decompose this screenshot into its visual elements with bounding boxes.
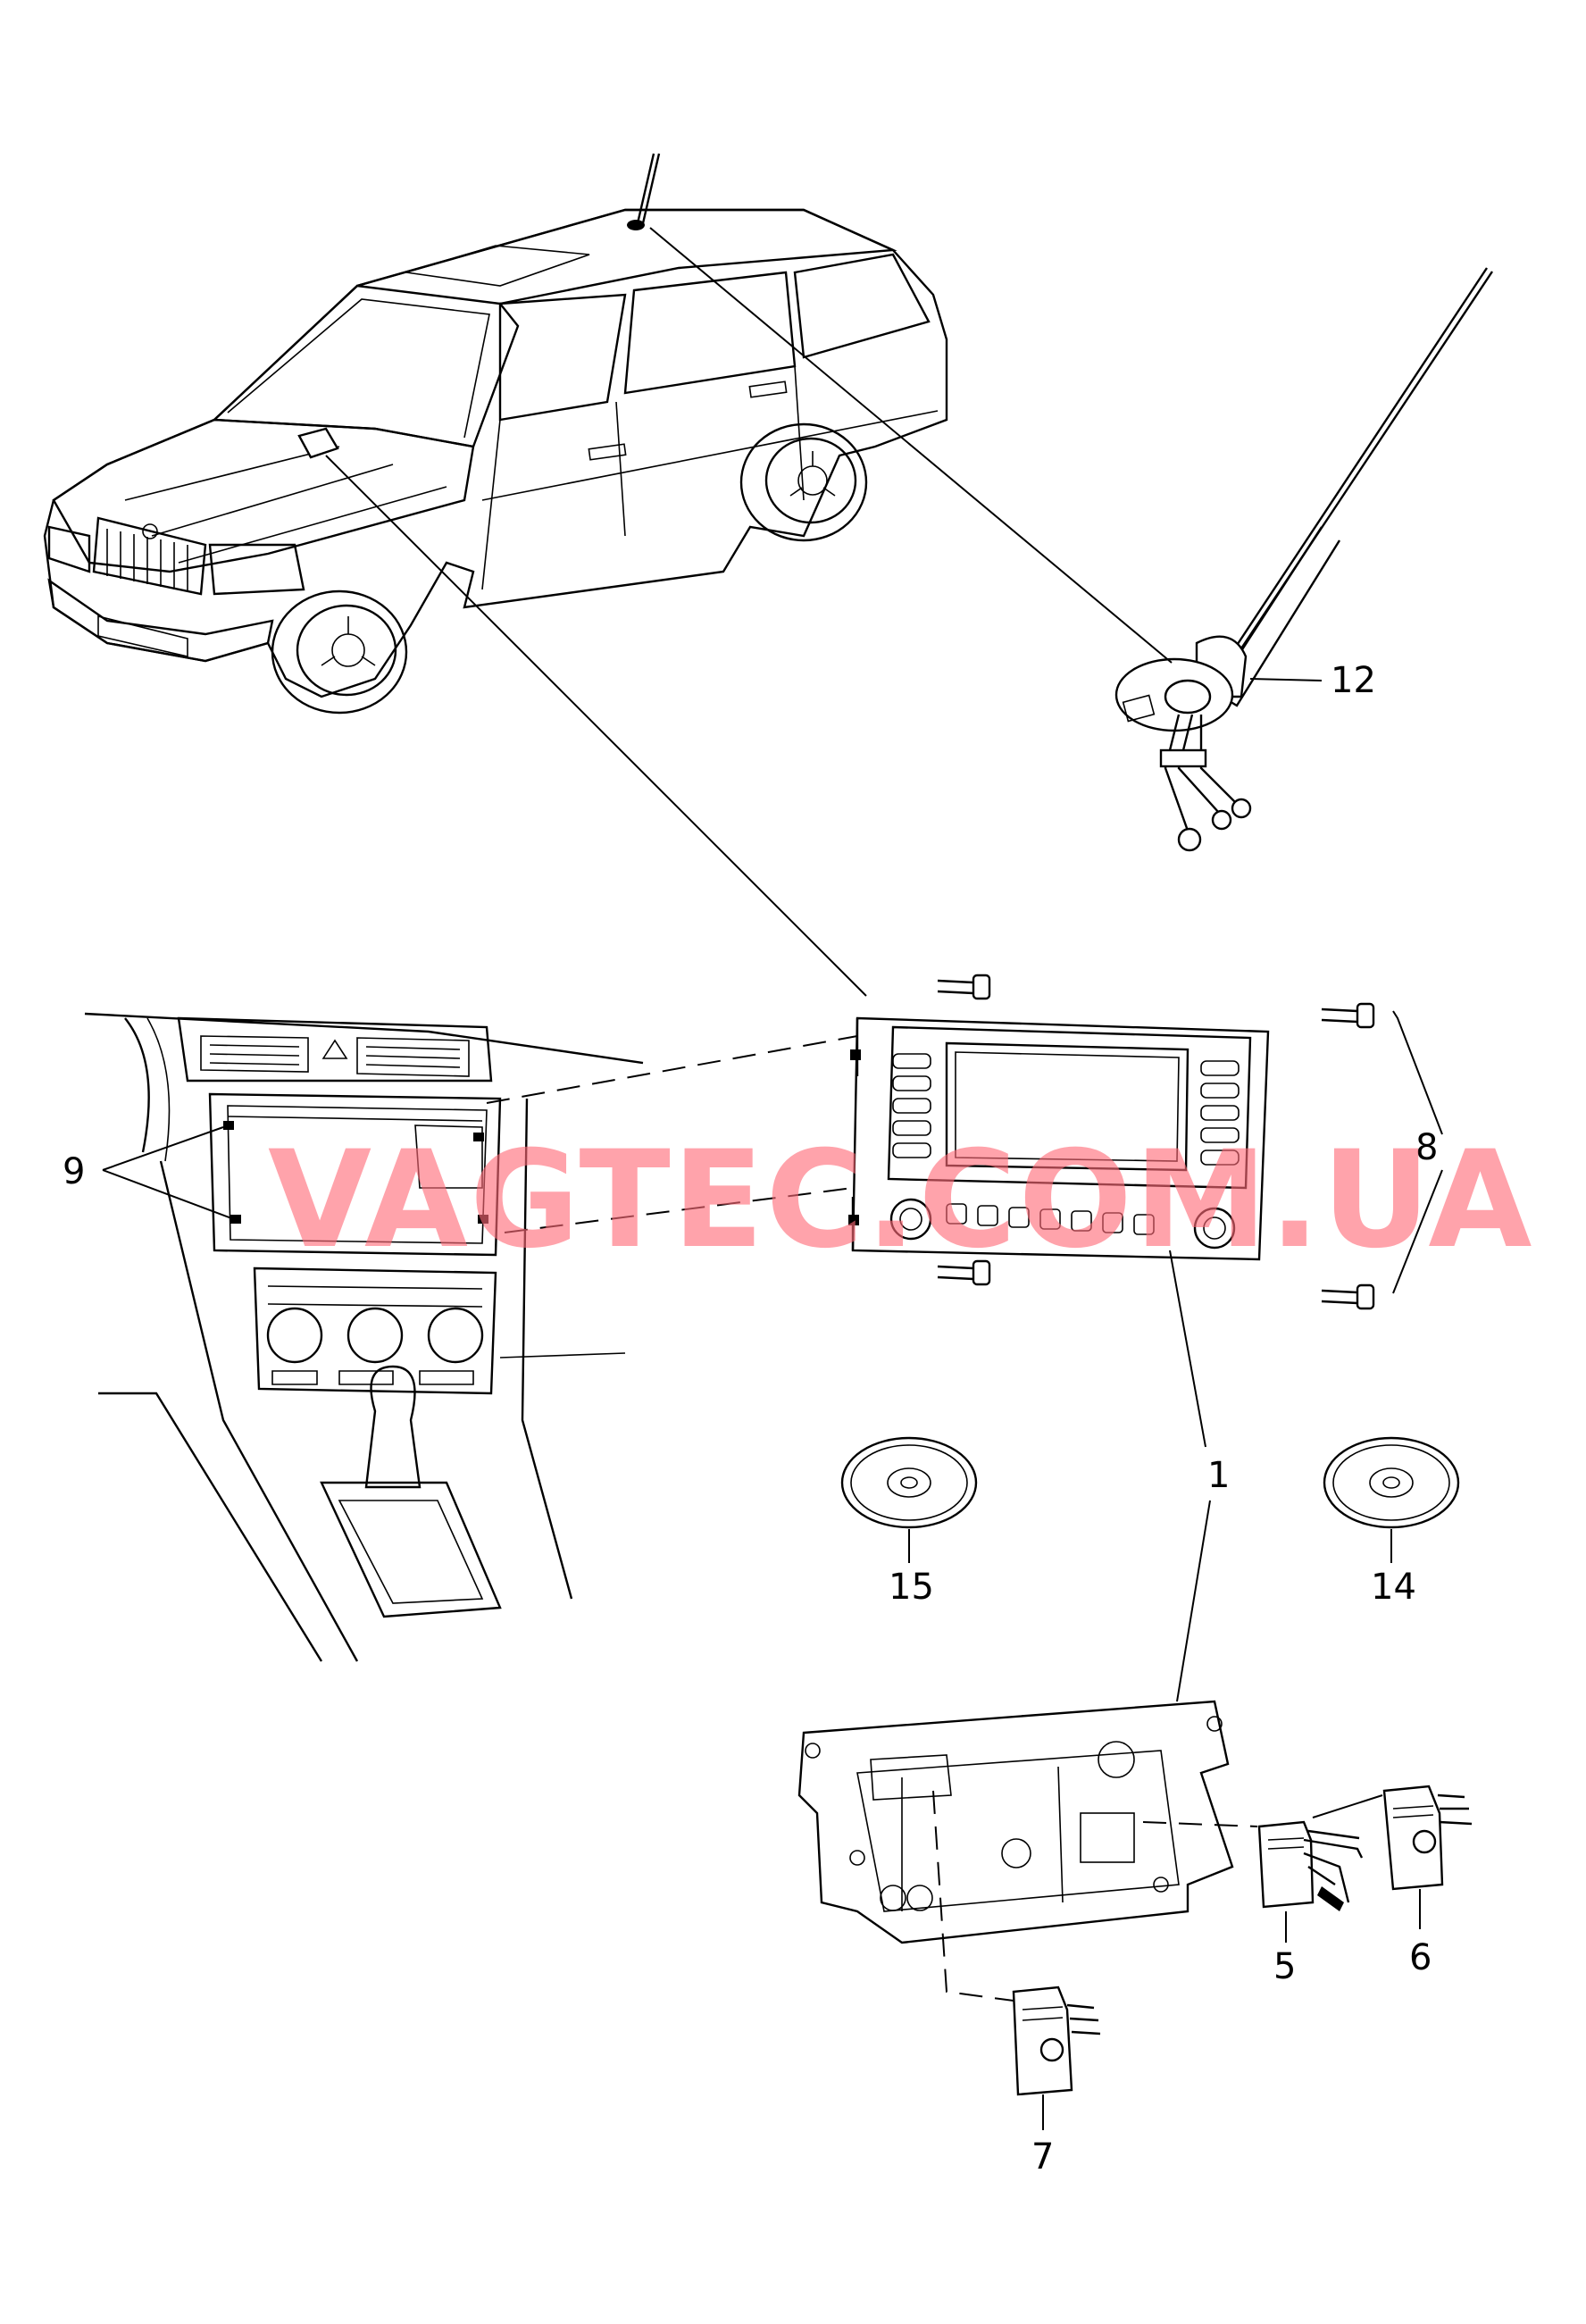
dashboard-illustration bbox=[84, 1012, 644, 1662]
callout-5: 5 bbox=[1273, 1946, 1296, 1987]
callout-12: 12 bbox=[1331, 660, 1376, 701]
navigation-radio-unit bbox=[848, 974, 1375, 1310]
watermark: VAGTEC.COM.UA bbox=[268, 1123, 1533, 1278]
callout-9: 9 bbox=[63, 1151, 85, 1192]
callout-14: 14 bbox=[1371, 1567, 1416, 1608]
connector-6 bbox=[1382, 1785, 1473, 1891]
leader-lines bbox=[102, 227, 1443, 2130]
connector-5 bbox=[1257, 1820, 1364, 1911]
callout-6: 6 bbox=[1409, 1937, 1432, 1978]
callout-8: 8 bbox=[1415, 1127, 1438, 1168]
callout-15: 15 bbox=[889, 1567, 934, 1608]
callout-1: 1 bbox=[1207, 1455, 1230, 1496]
navigation-disc-14 bbox=[1323, 1436, 1460, 1529]
roof-antenna bbox=[1114, 267, 1493, 852]
callout-7: 7 bbox=[1031, 2136, 1054, 2178]
navigation-disc-15 bbox=[840, 1436, 978, 1529]
connector-7 bbox=[1012, 1985, 1101, 2096]
car-illustration bbox=[43, 153, 948, 715]
mounting-bracket bbox=[797, 1700, 1234, 1944]
